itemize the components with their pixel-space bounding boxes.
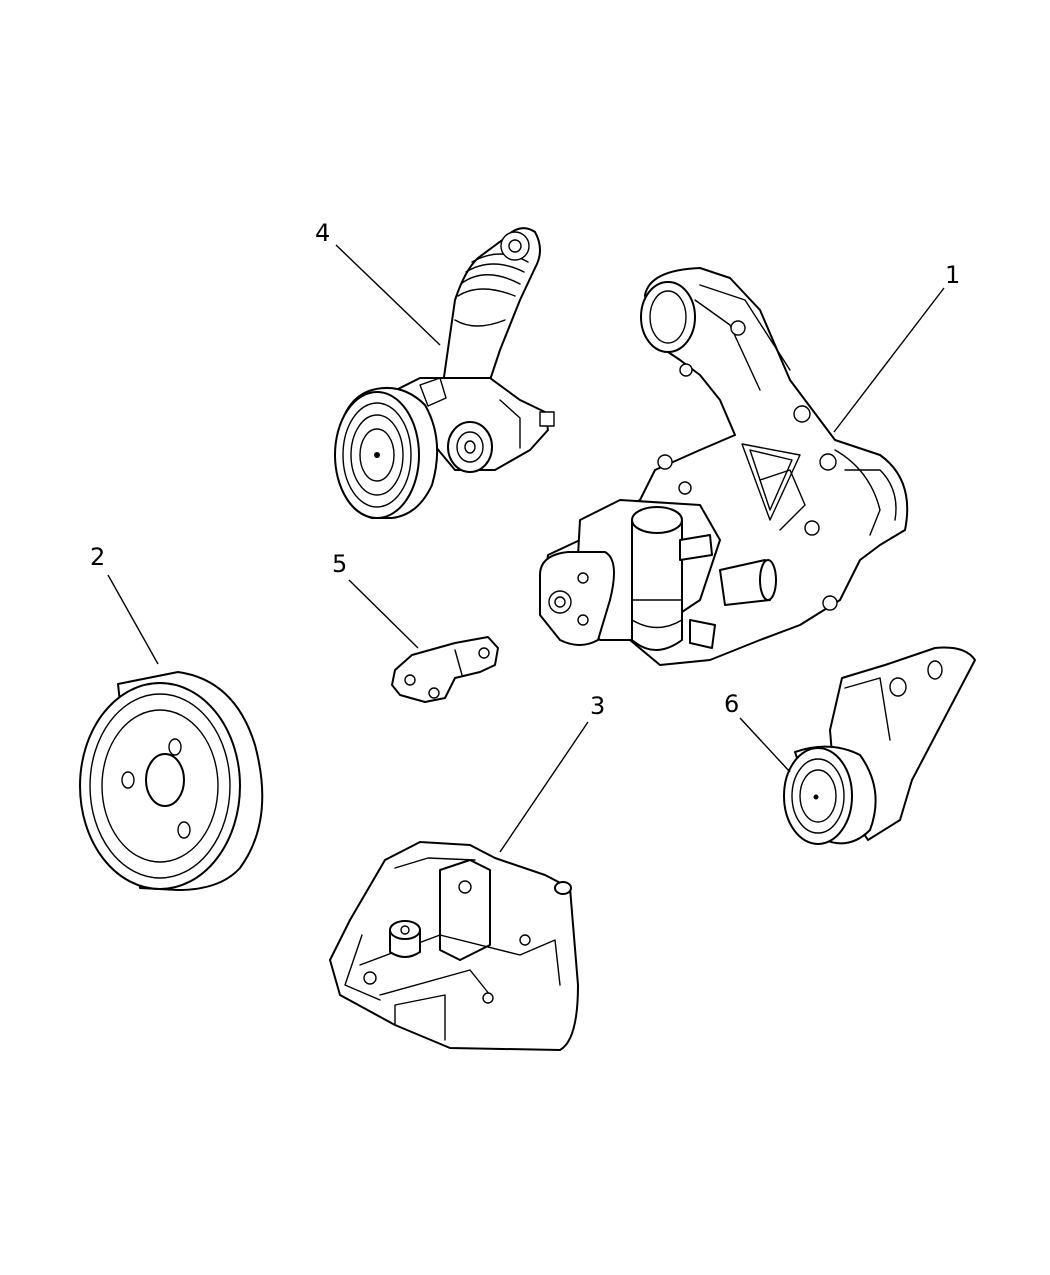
- pulley-part-2[interactable]: [79, 671, 264, 891]
- leader-line-3: [499, 721, 589, 853]
- callout-3: 3: [590, 692, 605, 720]
- leader-line-6: [739, 717, 791, 773]
- leader-line-5: [348, 579, 419, 649]
- belt-tensioner-part-4[interactable]: [334, 227, 555, 519]
- callout-5: 5: [332, 550, 347, 578]
- leader-line-2: [107, 574, 159, 665]
- water-pump-bracket-part-1[interactable]: [539, 267, 909, 666]
- callout-6: 6: [724, 690, 739, 718]
- callout-1: 1: [945, 261, 960, 289]
- callout-2: 2: [90, 543, 105, 571]
- idler-pulley-part-6[interactable]: [783, 646, 976, 845]
- leader-line-4: [335, 244, 441, 346]
- mounting-bracket-part-3[interactable]: [329, 841, 579, 1051]
- leader-line-1: [833, 287, 945, 433]
- callout-4: 4: [315, 219, 330, 247]
- small-bracket-part-5[interactable]: [391, 636, 499, 703]
